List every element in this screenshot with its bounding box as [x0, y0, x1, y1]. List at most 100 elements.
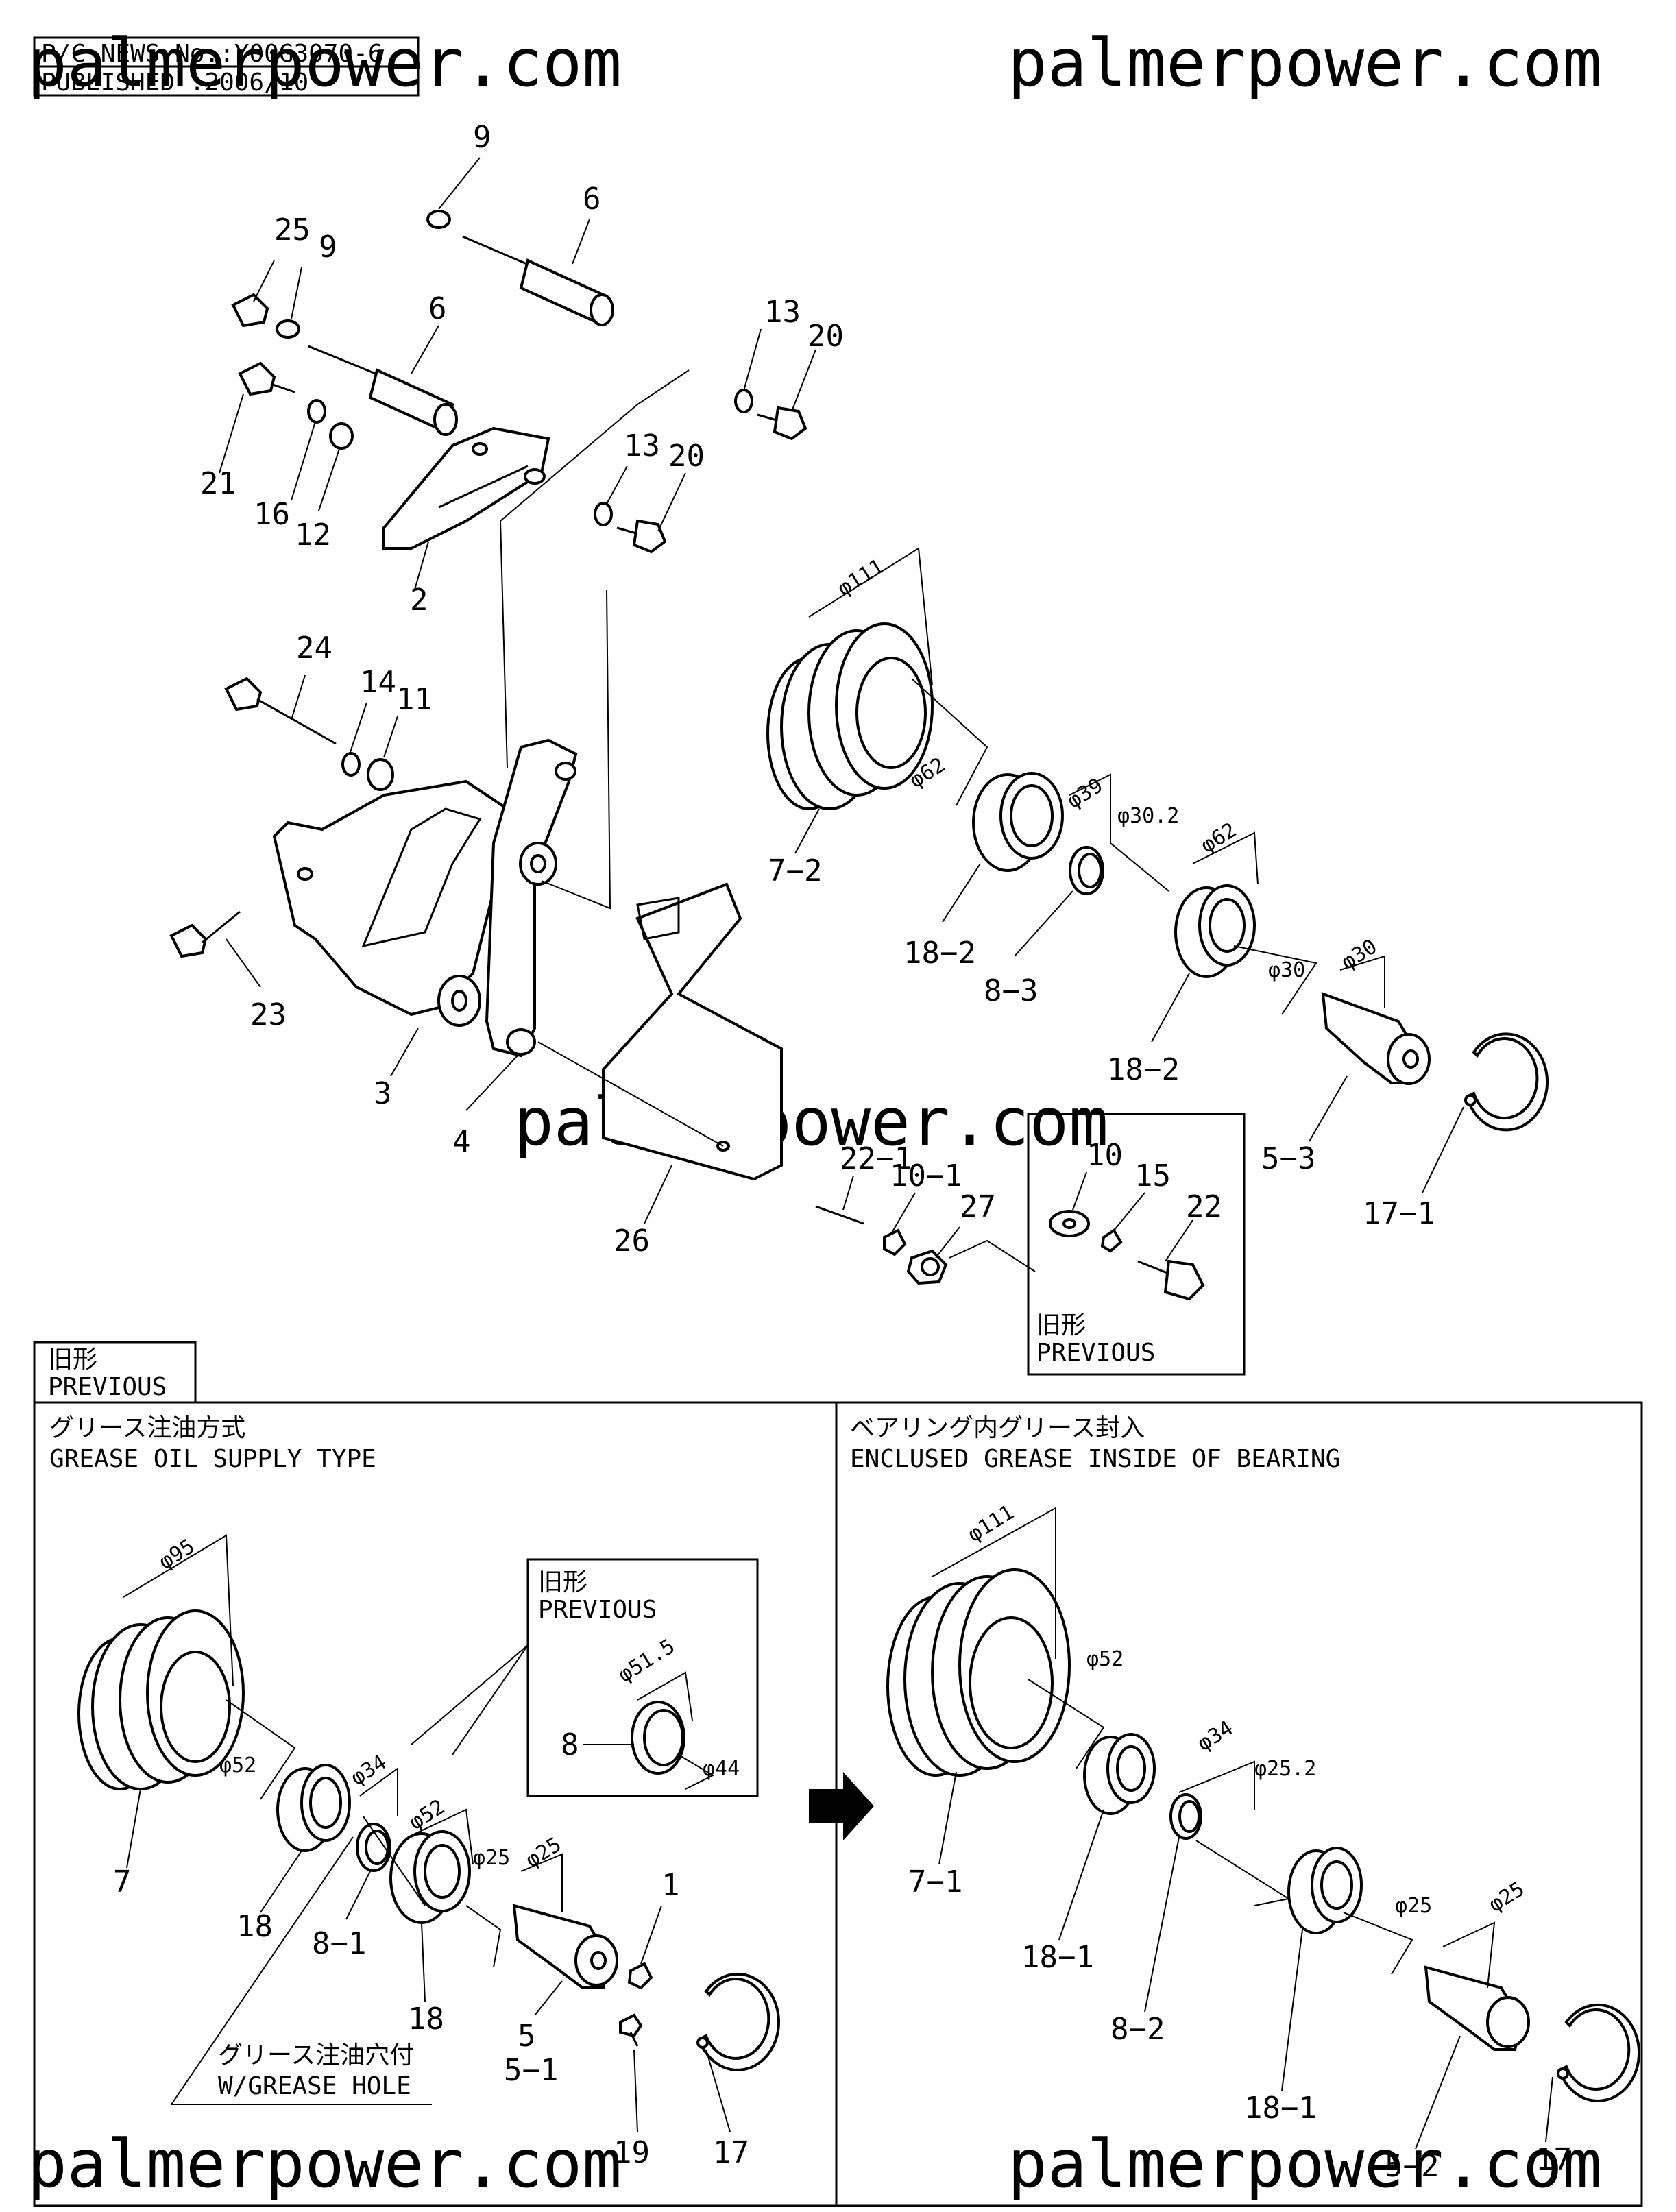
label-leaders [219, 157, 1464, 1259]
bearing-18-2-b [1174, 884, 1256, 978]
cover-26 [602, 882, 783, 1181]
lock-washer-15 [1100, 1228, 1123, 1253]
bolt-23 [169, 910, 241, 958]
pulley-7-2 [766, 622, 934, 810]
dim-25-2: φ25.2 [1254, 1757, 1316, 1781]
label-9-top: 9 [473, 120, 491, 155]
dim-111-right: φ111 [964, 1500, 1019, 1547]
label-8-1: 8−1 [312, 1926, 366, 1961]
washer-9-lower [276, 319, 300, 339]
bearing-18-1-b [1287, 1847, 1363, 1934]
right-title-jp: ベアリング内グリース封入 [850, 1414, 1145, 1442]
shaft-5 [512, 1904, 618, 1989]
label-23: 23 [250, 997, 287, 1032]
main-assembly: 9 6 25 9 6 13 20 21 16 12 13 20 2 24 14 … [169, 120, 1549, 1285]
label-18-2-b: 18−2 [1107, 1052, 1180, 1087]
previous-tab-en: PREVIOUS [48, 1373, 167, 1401]
label-18-2-a: 18−2 [903, 936, 976, 971]
label-10: 10 [1086, 1138, 1123, 1173]
label-19: 19 [614, 2135, 650, 2170]
dim-111: φ111 [834, 555, 888, 601]
previous-inset-box: 10 15 22 旧形 PREVIOUS [1027, 1113, 1246, 1376]
left-previous-subbox: 旧形 PREVIOUS 8 φ51.5 φ44 [526, 1558, 759, 1797]
label-25: 25 [274, 212, 311, 247]
dim-95: φ95 [155, 1534, 199, 1574]
label-7: 7 [113, 1864, 132, 1899]
dim-30-bearing: φ30 [1268, 958, 1305, 982]
left-title-jp: グリース注油方式 [49, 1414, 245, 1442]
arm-4 [485, 738, 578, 1058]
label-18-left-b: 18 [408, 2002, 444, 2037]
bearing-18-1-a [1083, 1733, 1156, 1815]
label-15: 15 [1134, 1158, 1171, 1193]
dim-52-right: φ52 [1086, 1647, 1124, 1671]
header-box: P/C NEWS No.:Y00G3070-6 PUBLISHED :2006/… [33, 36, 420, 97]
spacer-8-2 [1169, 1793, 1202, 1840]
shaft-5-3 [1321, 992, 1431, 1085]
stud-6-lower [308, 345, 458, 436]
label-11: 11 [396, 682, 433, 717]
dim-44: φ44 [703, 1757, 740, 1781]
dim-25-shaft-right: φ25 [1485, 1877, 1529, 1917]
published-date: PUBLISHED :2006/10 [41, 69, 308, 97]
label-9-lower: 9 [319, 230, 337, 265]
label-5-3: 5−3 [1261, 1141, 1315, 1176]
bolt-22 [1137, 1259, 1205, 1301]
label-8: 8 [561, 1727, 579, 1762]
label-5: 5 [518, 2019, 536, 2054]
label-13-upper: 13 [764, 295, 801, 330]
news-number: P/C NEWS No.:Y00G3070-6 [41, 40, 383, 68]
label-13-lower: 13 [624, 428, 660, 463]
washer-11 [367, 758, 394, 791]
snap-ring-17-right [1557, 2003, 1641, 2102]
label-10-1: 10−1 [890, 1158, 962, 1193]
main-dimensions [808, 547, 1385, 1272]
label-20-upper: 20 [807, 319, 844, 354]
bearing-18-left-b [389, 1830, 471, 1924]
grease-hole-note-en: W/GREASE HOLE [218, 2072, 411, 2100]
label-6-lower: 6 [428, 291, 447, 326]
label-17-1: 17−1 [1363, 1196, 1435, 1231]
dim-52-pulley: φ52 [219, 1753, 256, 1777]
label-6-top: 6 [583, 182, 601, 217]
washer-13-lower [594, 502, 613, 526]
label-17-left: 17 [713, 2135, 749, 2170]
inset-title-jp: 旧形 [1036, 1311, 1086, 1339]
label-18-left-a: 18 [236, 1909, 273, 1944]
bearing-18-2-a [972, 772, 1064, 872]
dim-52-bearing: φ52 [405, 1795, 450, 1834]
watermark-bottom-right: palmerpower.com [1008, 2126, 1602, 2202]
watermark-bottom-left: palmerpower.com [27, 2126, 622, 2202]
left-panel: グリース注油方式 GREASE OIL SUPPLY TYPE [49, 1414, 781, 2170]
washer-9-top [426, 210, 451, 229]
label-3: 3 [374, 1076, 392, 1111]
label-26: 26 [614, 1224, 650, 1259]
shaft-5-2 [1424, 1965, 1530, 2051]
label-22: 22 [1186, 1189, 1222, 1224]
label-2: 2 [410, 583, 428, 618]
lock-washer-10-1 [883, 1228, 907, 1256]
grease-hole-note-jp: グリース注油穴付 [218, 2041, 414, 2069]
label-12: 12 [295, 518, 331, 552]
label-24: 24 [296, 631, 332, 666]
pulley-7 [77, 1609, 245, 1790]
label-22-1: 22−1 [840, 1141, 912, 1176]
right-panel: ベアリング内グリース封入 ENCLUSED GREASE INSIDE OF B… [850, 1414, 1641, 2184]
housing-3 [272, 779, 509, 1027]
ring-14 [341, 752, 361, 777]
label-18-1-a: 18−1 [1021, 1940, 1094, 1975]
bearing-18-left-a [276, 1764, 351, 1852]
grease-nipple-19 [619, 2013, 643, 2047]
spacer-8 [631, 1701, 685, 1775]
bolt-20-lower [616, 519, 667, 554]
label-8-3: 8−3 [984, 973, 1038, 1008]
dim-34-left: φ34 [347, 1750, 391, 1790]
label-18-1-b: 18−1 [1244, 2091, 1317, 2126]
grease-plug-1 [627, 1962, 653, 1990]
bracket-2 [382, 426, 550, 550]
label-21: 21 [200, 466, 236, 501]
bolt-20-upper [757, 406, 807, 441]
label-8-2: 8−2 [1110, 2012, 1165, 2047]
dim-51-5: φ51.5 [614, 1634, 679, 1688]
ring-16 [307, 399, 326, 424]
